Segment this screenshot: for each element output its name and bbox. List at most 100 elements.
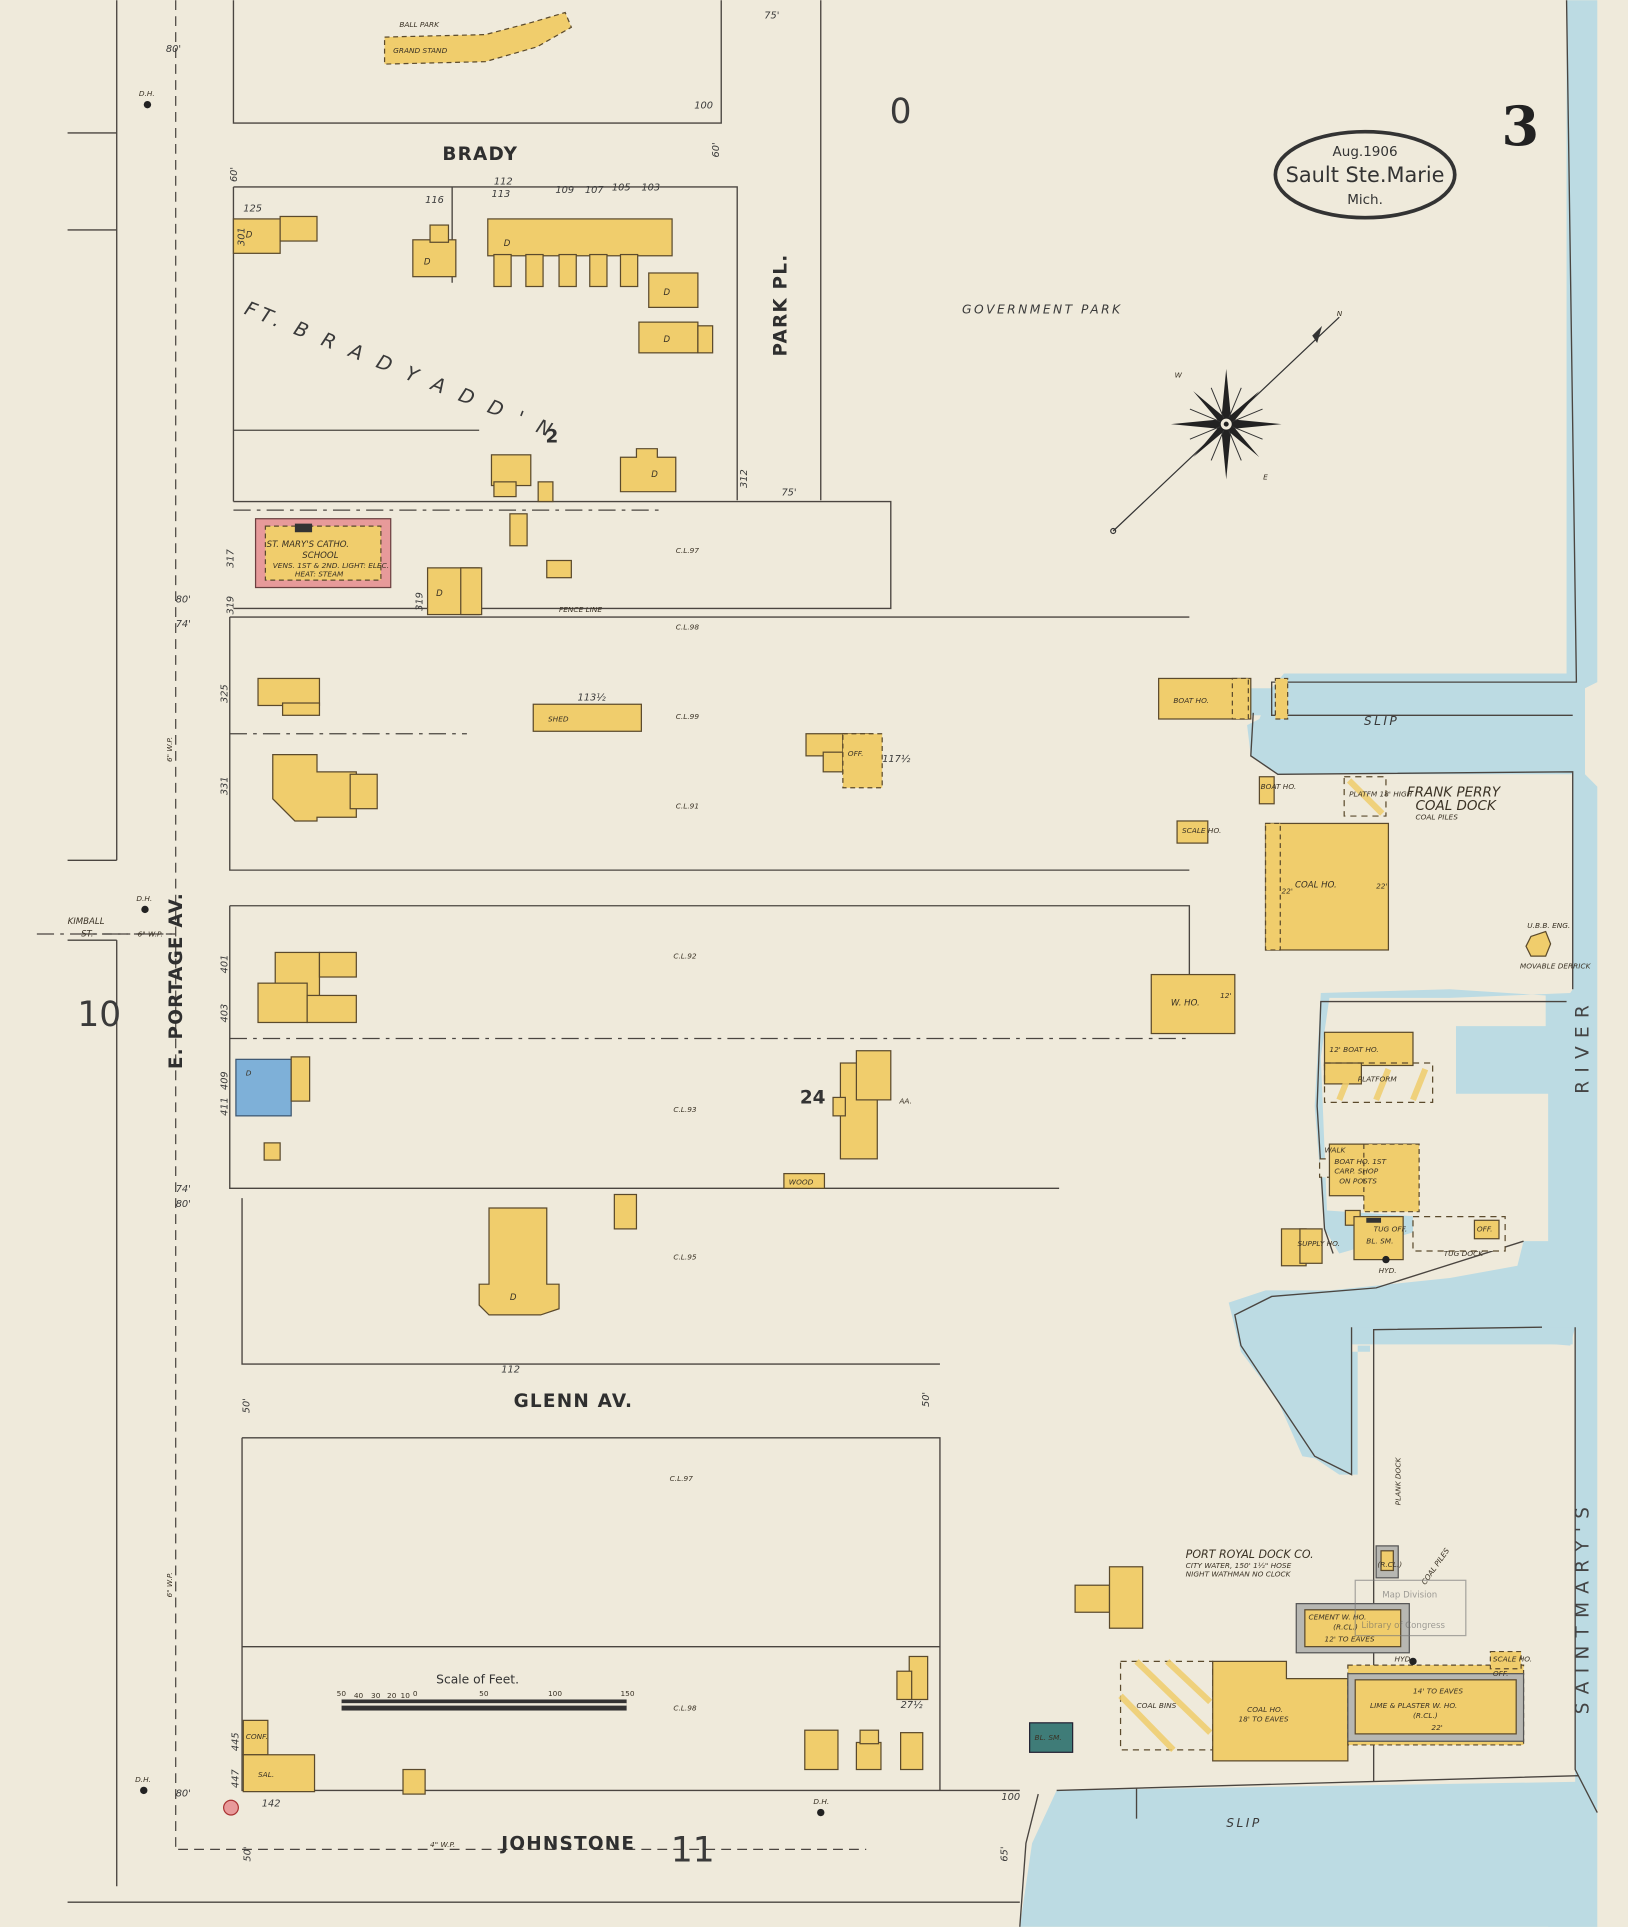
lime-warehouse-label: LIME & PLASTER W. HO. bbox=[1370, 1701, 1457, 1710]
dh-marker-icon bbox=[141, 905, 149, 914]
svg-text:409: 409 bbox=[219, 1071, 230, 1090]
dh-marker-icon bbox=[143, 100, 152, 109]
svg-text:107: 107 bbox=[585, 185, 604, 196]
svg-text:411: 411 bbox=[219, 1097, 230, 1116]
svg-text:C.L.92: C.L.92 bbox=[673, 952, 697, 961]
dwelling-label: D bbox=[510, 1293, 517, 1303]
svg-text:ST. MARY'S CATHO.: ST. MARY'S CATHO. bbox=[267, 540, 349, 550]
svg-text:125: 125 bbox=[243, 204, 262, 215]
library-stamp: Map Division Library of Congress bbox=[1354, 1579, 1467, 1637]
boat-house-label: 12' BOAT HO. bbox=[1329, 1045, 1378, 1054]
street-johnstone: JOHNSTONE bbox=[499, 1833, 635, 1854]
svg-text:150: 150 bbox=[620, 1689, 634, 1698]
svg-text:112: 112 bbox=[494, 177, 513, 188]
street-glenn-av: GLENN AV. bbox=[514, 1391, 634, 1412]
street-lines bbox=[36, 0, 1191, 1903]
carp-shop-label: BOAT HO. 1ST bbox=[1334, 1157, 1386, 1166]
svg-text:117½: 117½ bbox=[882, 753, 911, 765]
dwelling-label: D bbox=[246, 230, 253, 240]
coal-house-label: 18' TO EAVES bbox=[1239, 1715, 1289, 1724]
dwelling-label: D bbox=[436, 589, 443, 599]
port-royal-note: CITY WATER, 150' 1½" HOSE bbox=[1186, 1561, 1292, 1570]
slip-label: SLIP bbox=[1364, 714, 1399, 728]
grand-stand-label: GRAND STAND bbox=[393, 46, 447, 55]
saloon-label: SAL. bbox=[258, 1770, 274, 1779]
svg-text:116: 116 bbox=[425, 195, 444, 206]
svg-text:E: E bbox=[1263, 472, 1268, 481]
svg-text:50': 50' bbox=[921, 1392, 932, 1407]
hydrant-red-icon bbox=[223, 1799, 239, 1816]
svg-text:80': 80' bbox=[166, 44, 181, 55]
svg-text:C.L.99: C.L.99 bbox=[676, 712, 700, 721]
svg-text:401: 401 bbox=[219, 955, 230, 974]
block-number: 2 bbox=[546, 427, 559, 448]
scale-title: Scale of Feet. bbox=[436, 1673, 519, 1687]
svg-text:60': 60' bbox=[711, 142, 722, 157]
dh-label: D.H. bbox=[139, 89, 155, 98]
port-royal-note: NIGHT WATHMAN NO CLOCK bbox=[1186, 1570, 1292, 1579]
carp-shop-label: ON POSTS bbox=[1339, 1176, 1377, 1185]
map-date: Aug.1906 bbox=[1333, 144, 1398, 160]
dwelling-label: D bbox=[663, 288, 670, 298]
cement-warehouse-label: 12' TO EAVES bbox=[1325, 1635, 1375, 1644]
svg-text:331: 331 bbox=[219, 776, 230, 795]
svg-text:C.L.98: C.L.98 bbox=[676, 622, 700, 631]
svg-text:50': 50' bbox=[243, 1846, 254, 1861]
river-label: R I V E R bbox=[1573, 1004, 1594, 1094]
shoreline bbox=[1019, 0, 1598, 1927]
svg-text:75': 75' bbox=[781, 487, 796, 498]
svg-text:103: 103 bbox=[641, 183, 660, 194]
svg-text:312: 312 bbox=[739, 469, 750, 488]
block-number: 11 bbox=[671, 1831, 715, 1871]
svg-text:30: 30 bbox=[371, 1691, 381, 1700]
map-city: Sault Ste.Marie bbox=[1286, 163, 1445, 187]
svg-text:142: 142 bbox=[262, 1798, 281, 1809]
hydrant-label: HYD. bbox=[1379, 1266, 1397, 1275]
street-kimball: KIMBALL bbox=[68, 917, 105, 927]
dwelling-label: D bbox=[424, 257, 431, 267]
svg-text:447: 447 bbox=[230, 1768, 241, 1787]
hydrant-icon bbox=[1409, 1657, 1417, 1666]
svg-text:0: 0 bbox=[413, 1689, 418, 1698]
svg-text:20: 20 bbox=[387, 1691, 397, 1700]
svg-text:100: 100 bbox=[694, 100, 713, 111]
office-label: OFF. bbox=[1493, 1669, 1509, 1678]
portage-dwellings bbox=[235, 677, 1074, 1795]
svg-text:112: 112 bbox=[501, 1365, 520, 1376]
svg-text:403: 403 bbox=[219, 1004, 230, 1023]
svg-text:HEAT: STEAM: HEAT: STEAM bbox=[295, 569, 344, 578]
svg-text:10: 10 bbox=[401, 1691, 411, 1700]
coal-house-label: COAL HO. bbox=[1247, 1705, 1283, 1714]
svg-text:50: 50 bbox=[479, 1689, 489, 1698]
tug-office-label: TUG OFF. bbox=[1374, 1224, 1408, 1233]
svg-text:6" W.P.: 6" W.P. bbox=[138, 929, 163, 938]
hydrant-icon bbox=[1382, 1255, 1390, 1264]
svg-text:C.L.97: C.L.97 bbox=[676, 546, 700, 555]
street-brady: BRADY bbox=[442, 144, 518, 165]
title-cartouche: Aug.1906 Sault Ste.Marie Mich. bbox=[1273, 129, 1457, 220]
svg-text:75': 75' bbox=[764, 11, 779, 22]
svg-text:445: 445 bbox=[230, 1732, 241, 1751]
derrick-label: MOVABLE DERRICK bbox=[1520, 961, 1592, 970]
port-royal-dock-label: PORT ROYAL DOCK CO. bbox=[1186, 1548, 1314, 1561]
plank-dock-label: PLANK DOCK bbox=[1394, 1457, 1403, 1506]
svg-text:Map Division: Map Division bbox=[1382, 1590, 1437, 1600]
svg-text:SCHOOL: SCHOOL bbox=[302, 551, 338, 561]
svg-text:100: 100 bbox=[1001, 1792, 1020, 1803]
svg-text:319: 319 bbox=[415, 592, 426, 611]
dh-label: D.H. bbox=[135, 1775, 151, 1784]
blacksmith-label: BL. SM. bbox=[1366, 1237, 1393, 1246]
svg-text:105: 105 bbox=[612, 183, 631, 194]
coal-piles-label: COAL PILES bbox=[1415, 813, 1458, 822]
tug-dock-label: TUG DOCK bbox=[1444, 1249, 1485, 1258]
height-label: 22' bbox=[1431, 1723, 1442, 1732]
block-number: 24 bbox=[800, 1088, 826, 1109]
boat-house-small-label: BOAT HO. bbox=[1261, 782, 1297, 791]
svg-text:4" W.P.: 4" W.P. bbox=[430, 1840, 455, 1849]
warehouse-label: W. HO. bbox=[1171, 998, 1200, 1008]
ball-park-label: BALL PARK bbox=[399, 20, 440, 29]
street-park-pl: PARK PL. bbox=[770, 254, 791, 357]
dock-buildings bbox=[1074, 677, 1552, 1762]
street-kimball-st: ST. bbox=[81, 929, 93, 939]
